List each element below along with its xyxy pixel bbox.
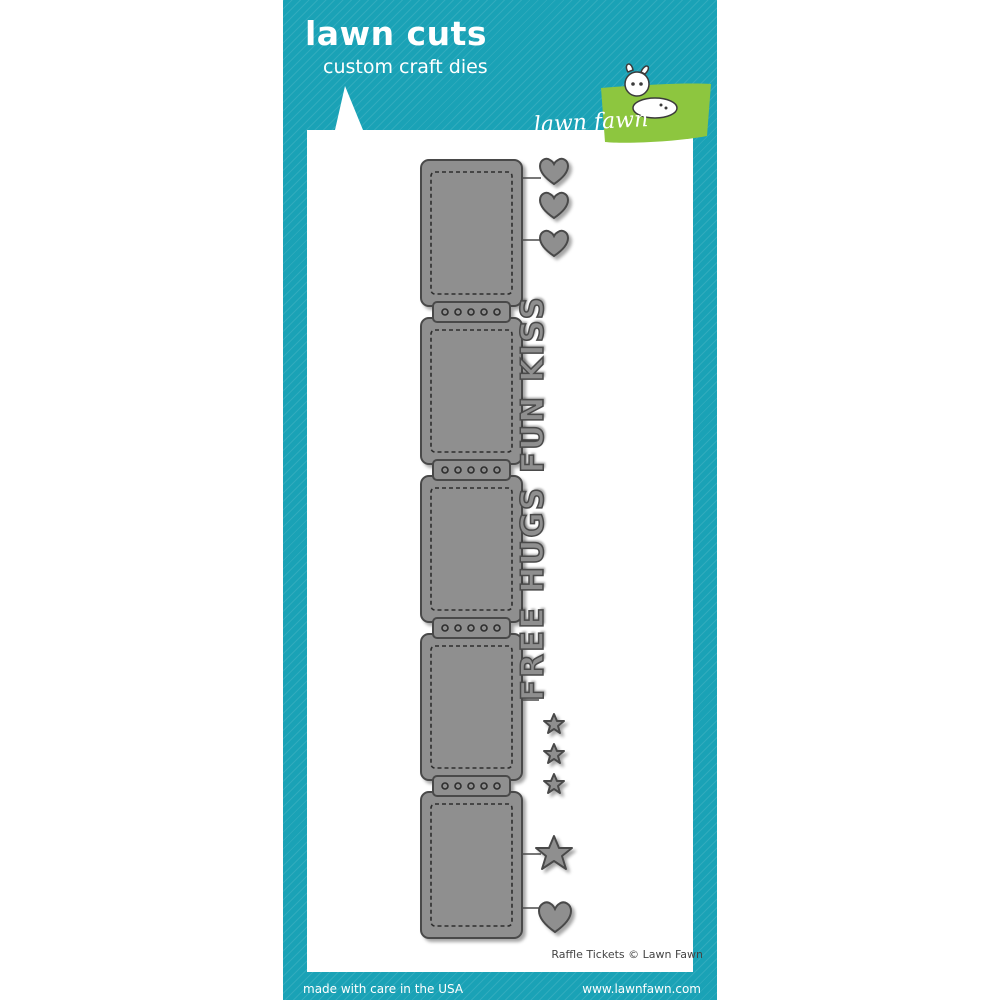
ticket-3 bbox=[420, 475, 523, 623]
fawn-icon bbox=[601, 63, 711, 143]
heart-icon bbox=[538, 191, 570, 220]
made-in-usa-note: made with care in the USA bbox=[303, 982, 464, 996]
star-icon bbox=[543, 713, 565, 734]
heart-icon bbox=[538, 157, 570, 186]
product-line-subtitle: custom craft dies bbox=[323, 56, 488, 78]
ticket-5 bbox=[420, 791, 523, 939]
star-icon bbox=[543, 743, 565, 764]
heart-icon bbox=[538, 229, 570, 258]
registered-mark: ® bbox=[675, 140, 683, 149]
ticket-2 bbox=[420, 317, 523, 465]
product-line-title: lawn cuts bbox=[305, 14, 488, 53]
heart-icon bbox=[537, 901, 573, 934]
ticket-strip-die bbox=[420, 157, 573, 939]
ticket-1 bbox=[420, 159, 523, 307]
free-hugs-fun-kiss-die: FREE HUGS FUN KISS bbox=[514, 294, 552, 701]
website-link[interactable]: www.lawnfawn.com bbox=[582, 982, 701, 996]
ticket-4 bbox=[420, 633, 523, 781]
product-caption: Raffle Tickets © Lawn Fawn bbox=[551, 948, 703, 961]
star-icon bbox=[543, 773, 565, 794]
product-card: lawn cuts custom craft dies bbox=[283, 0, 717, 1000]
star-icon bbox=[535, 835, 573, 870]
